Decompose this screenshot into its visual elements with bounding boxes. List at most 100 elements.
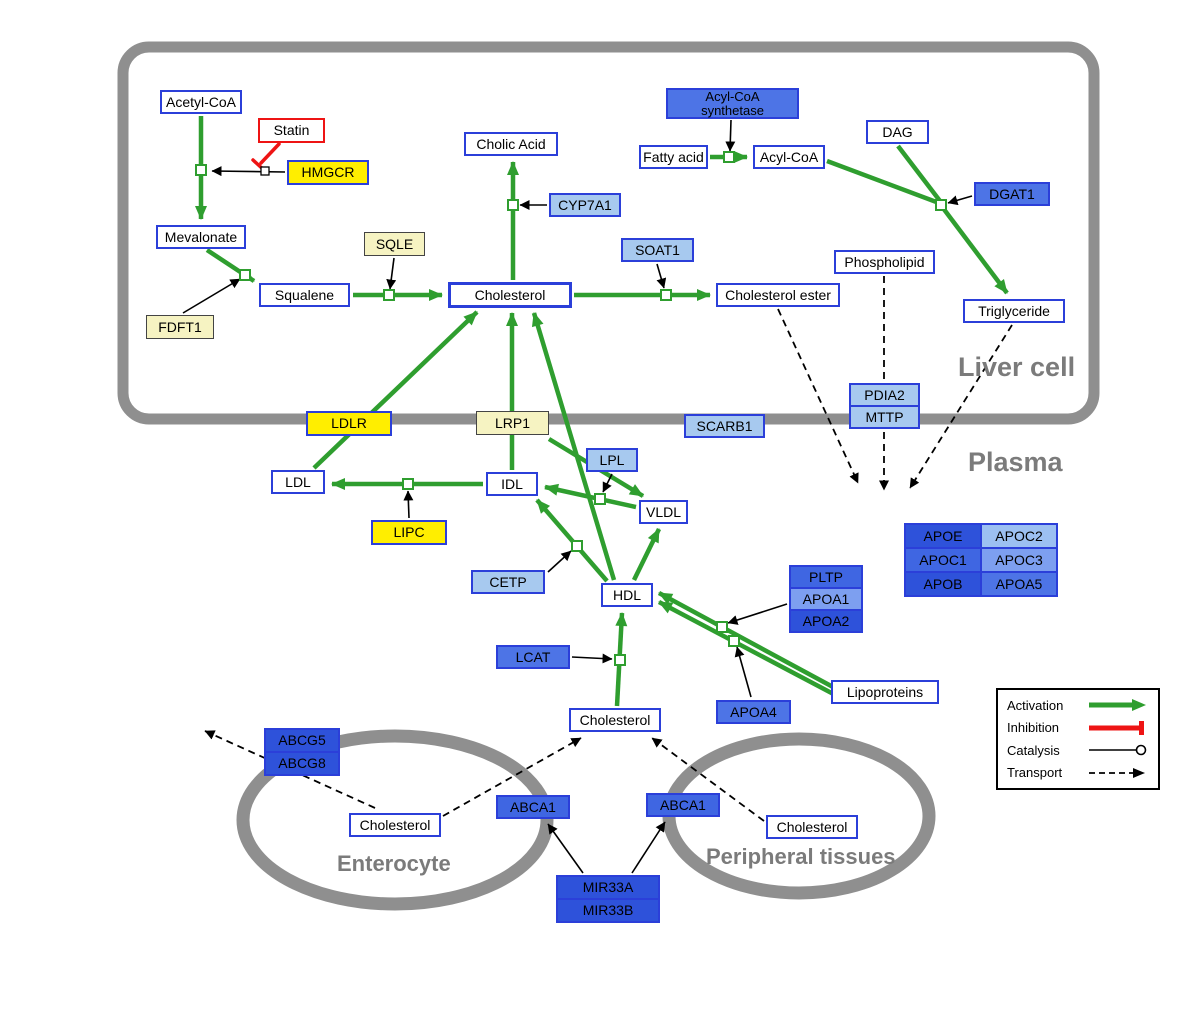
edge-hdl-to-cholesterol <box>531 312 617 581</box>
node-dag[interactable]: DAG <box>866 120 929 144</box>
node-acyl-coa-synthetase[interactable]: Acyl-CoA synthetase <box>666 88 799 119</box>
node-cholesterol-peripheral[interactable]: Cholesterol <box>766 815 858 839</box>
cat-mir33-to-abca1-peripheral <box>631 821 666 874</box>
node-apoa2[interactable]: APOA2 <box>789 609 863 633</box>
cat-hmgcr <box>211 166 286 177</box>
node-cholic-acid[interactable]: Cholic Acid <box>464 132 558 156</box>
node-acyl-coa-synthetase-label: Acyl-CoA synthetase <box>701 88 764 118</box>
edge-dgat1-node-to-triglyceride <box>941 206 1009 295</box>
node-apoa4[interactable]: APOA4 <box>716 700 791 724</box>
node-apob[interactable]: APOB <box>904 571 982 597</box>
node-apoc2[interactable]: APOC2 <box>980 523 1058 549</box>
catalysis-node <box>195 164 207 176</box>
catalysis-node <box>383 289 395 301</box>
node-cholesterol-liver[interactable]: Cholesterol <box>448 282 572 308</box>
edge-lipoproteins-to-hdl-1 <box>657 591 835 689</box>
edge-hdl-to-vldl <box>631 528 662 581</box>
node-lpl[interactable]: LPL <box>586 448 638 472</box>
legend-catalysis-label: Catalysis <box>1007 742 1060 758</box>
node-cetp[interactable]: CETP <box>471 570 545 594</box>
node-dgat1[interactable]: DGAT1 <box>974 182 1050 206</box>
catalysis-node <box>716 621 728 633</box>
node-lrp1[interactable]: LRP1 <box>476 411 549 435</box>
cat-acylcoa-synthetase <box>725 119 736 152</box>
legend-activation-row: Activation <box>1007 697 1149 713</box>
node-acetyl-coa[interactable]: Acetyl-CoA <box>160 90 242 114</box>
node-idl[interactable]: IDL <box>486 472 538 496</box>
catalysis-node <box>239 269 251 281</box>
node-mevalonate[interactable]: Mevalonate <box>156 225 246 249</box>
cat-cetp <box>547 550 572 573</box>
node-lipc[interactable]: LIPC <box>371 520 447 545</box>
node-abca1-peripheral[interactable]: ABCA1 <box>646 793 720 817</box>
cat-lcat <box>571 653 613 664</box>
catalysis-node <box>507 199 519 211</box>
node-cholesterol-enterocyte[interactable]: Cholesterol <box>349 813 441 837</box>
legend-inhibition-label: Inhibition <box>1007 720 1060 736</box>
node-statin[interactable]: Statin <box>258 118 325 143</box>
node-abcg8[interactable]: ABCG8 <box>264 751 340 776</box>
legend-transport-label: Transport <box>1007 765 1063 781</box>
node-mttp[interactable]: MTTP <box>849 405 920 429</box>
catalysis-node <box>660 289 672 301</box>
node-abca1-enterocyte[interactable]: ABCA1 <box>496 795 570 819</box>
node-apoc3[interactable]: APOC3 <box>980 547 1058 573</box>
catalysis-node <box>402 478 414 490</box>
node-hdl[interactable]: HDL <box>601 583 653 607</box>
edge-vldl-to-idl <box>544 483 637 510</box>
cat-dgat1 <box>947 195 973 206</box>
edge-acylcoa-to-dgat1-node <box>826 158 940 206</box>
node-scarb1[interactable]: SCARB1 <box>684 414 765 438</box>
node-sqle[interactable]: SQLE <box>364 232 425 256</box>
node-cyp7a1[interactable]: CYP7A1 <box>549 193 621 217</box>
edge-dag-to-dgat1-node <box>896 144 942 203</box>
node-apoe[interactable]: APOE <box>904 523 982 549</box>
trans-cholesterolester-to-plasma <box>777 308 859 484</box>
transport-edges <box>204 276 1013 822</box>
cat-lipc <box>403 490 414 519</box>
node-vldl[interactable]: VLDL <box>639 500 688 524</box>
cat-sqle <box>386 257 397 290</box>
node-cholesterol-plasma[interactable]: Cholesterol <box>569 708 661 732</box>
cat-fdft1 <box>182 278 241 314</box>
inhibition-target-node <box>260 166 270 176</box>
legend-transport-row: Transport <box>1007 765 1149 781</box>
node-acyl-coa[interactable]: Acyl-CoA <box>753 145 825 169</box>
node-apoa5[interactable]: APOA5 <box>980 571 1058 597</box>
node-ldl[interactable]: LDL <box>271 470 325 494</box>
cat-soat1 <box>656 263 667 289</box>
trans-enterocyte-to-plasma-cholesterol <box>442 737 582 817</box>
node-triglyceride[interactable]: Triglyceride <box>963 299 1065 323</box>
edge-ldl-to-cholesterol <box>312 310 479 470</box>
node-phospholipid[interactable]: Phospholipid <box>834 250 935 274</box>
node-lipoproteins[interactable]: Lipoproteins <box>831 680 939 704</box>
membranes <box>117 41 1100 911</box>
node-mir33b[interactable]: MIR33B <box>556 898 660 923</box>
node-pdia2[interactable]: PDIA2 <box>849 383 920 407</box>
node-apoa1[interactable]: APOA1 <box>789 587 863 611</box>
node-pltp[interactable]: PLTP <box>789 565 863 589</box>
enterocyte-membrane <box>236 729 554 911</box>
node-squalene[interactable]: Squalene <box>259 283 350 307</box>
node-hmgcr[interactable]: HMGCR <box>287 160 369 185</box>
node-soat1[interactable]: SOAT1 <box>621 238 694 262</box>
node-mir33a[interactable]: MIR33A <box>556 875 660 900</box>
node-ldlr[interactable]: LDLR <box>306 411 392 436</box>
node-fdft1[interactable]: FDFT1 <box>146 315 214 339</box>
node-fatty-acid[interactable]: Fatty acid <box>639 145 708 169</box>
catalysis-node <box>594 493 606 505</box>
catalysis-node <box>614 654 626 666</box>
catalysis-node-markers <box>195 151 947 666</box>
cat-apoa4 <box>734 646 752 698</box>
enterocyte-label: Enterocyte <box>337 851 451 876</box>
node-cholesterol-ester[interactable]: Cholesterol ester <box>716 283 840 307</box>
node-lcat[interactable]: LCAT <box>496 645 570 669</box>
catalysis-node <box>571 540 583 552</box>
legend: Activation Inhibition Catalysis Transpor… <box>996 688 1160 790</box>
legend-catalysis-row: Catalysis <box>1007 742 1149 758</box>
cat-apoa-block <box>727 603 788 625</box>
node-apoc1[interactable]: APOC1 <box>904 547 982 573</box>
node-abcg5[interactable]: ABCG5 <box>264 728 340 753</box>
legend-activation-label: Activation <box>1007 697 1064 713</box>
